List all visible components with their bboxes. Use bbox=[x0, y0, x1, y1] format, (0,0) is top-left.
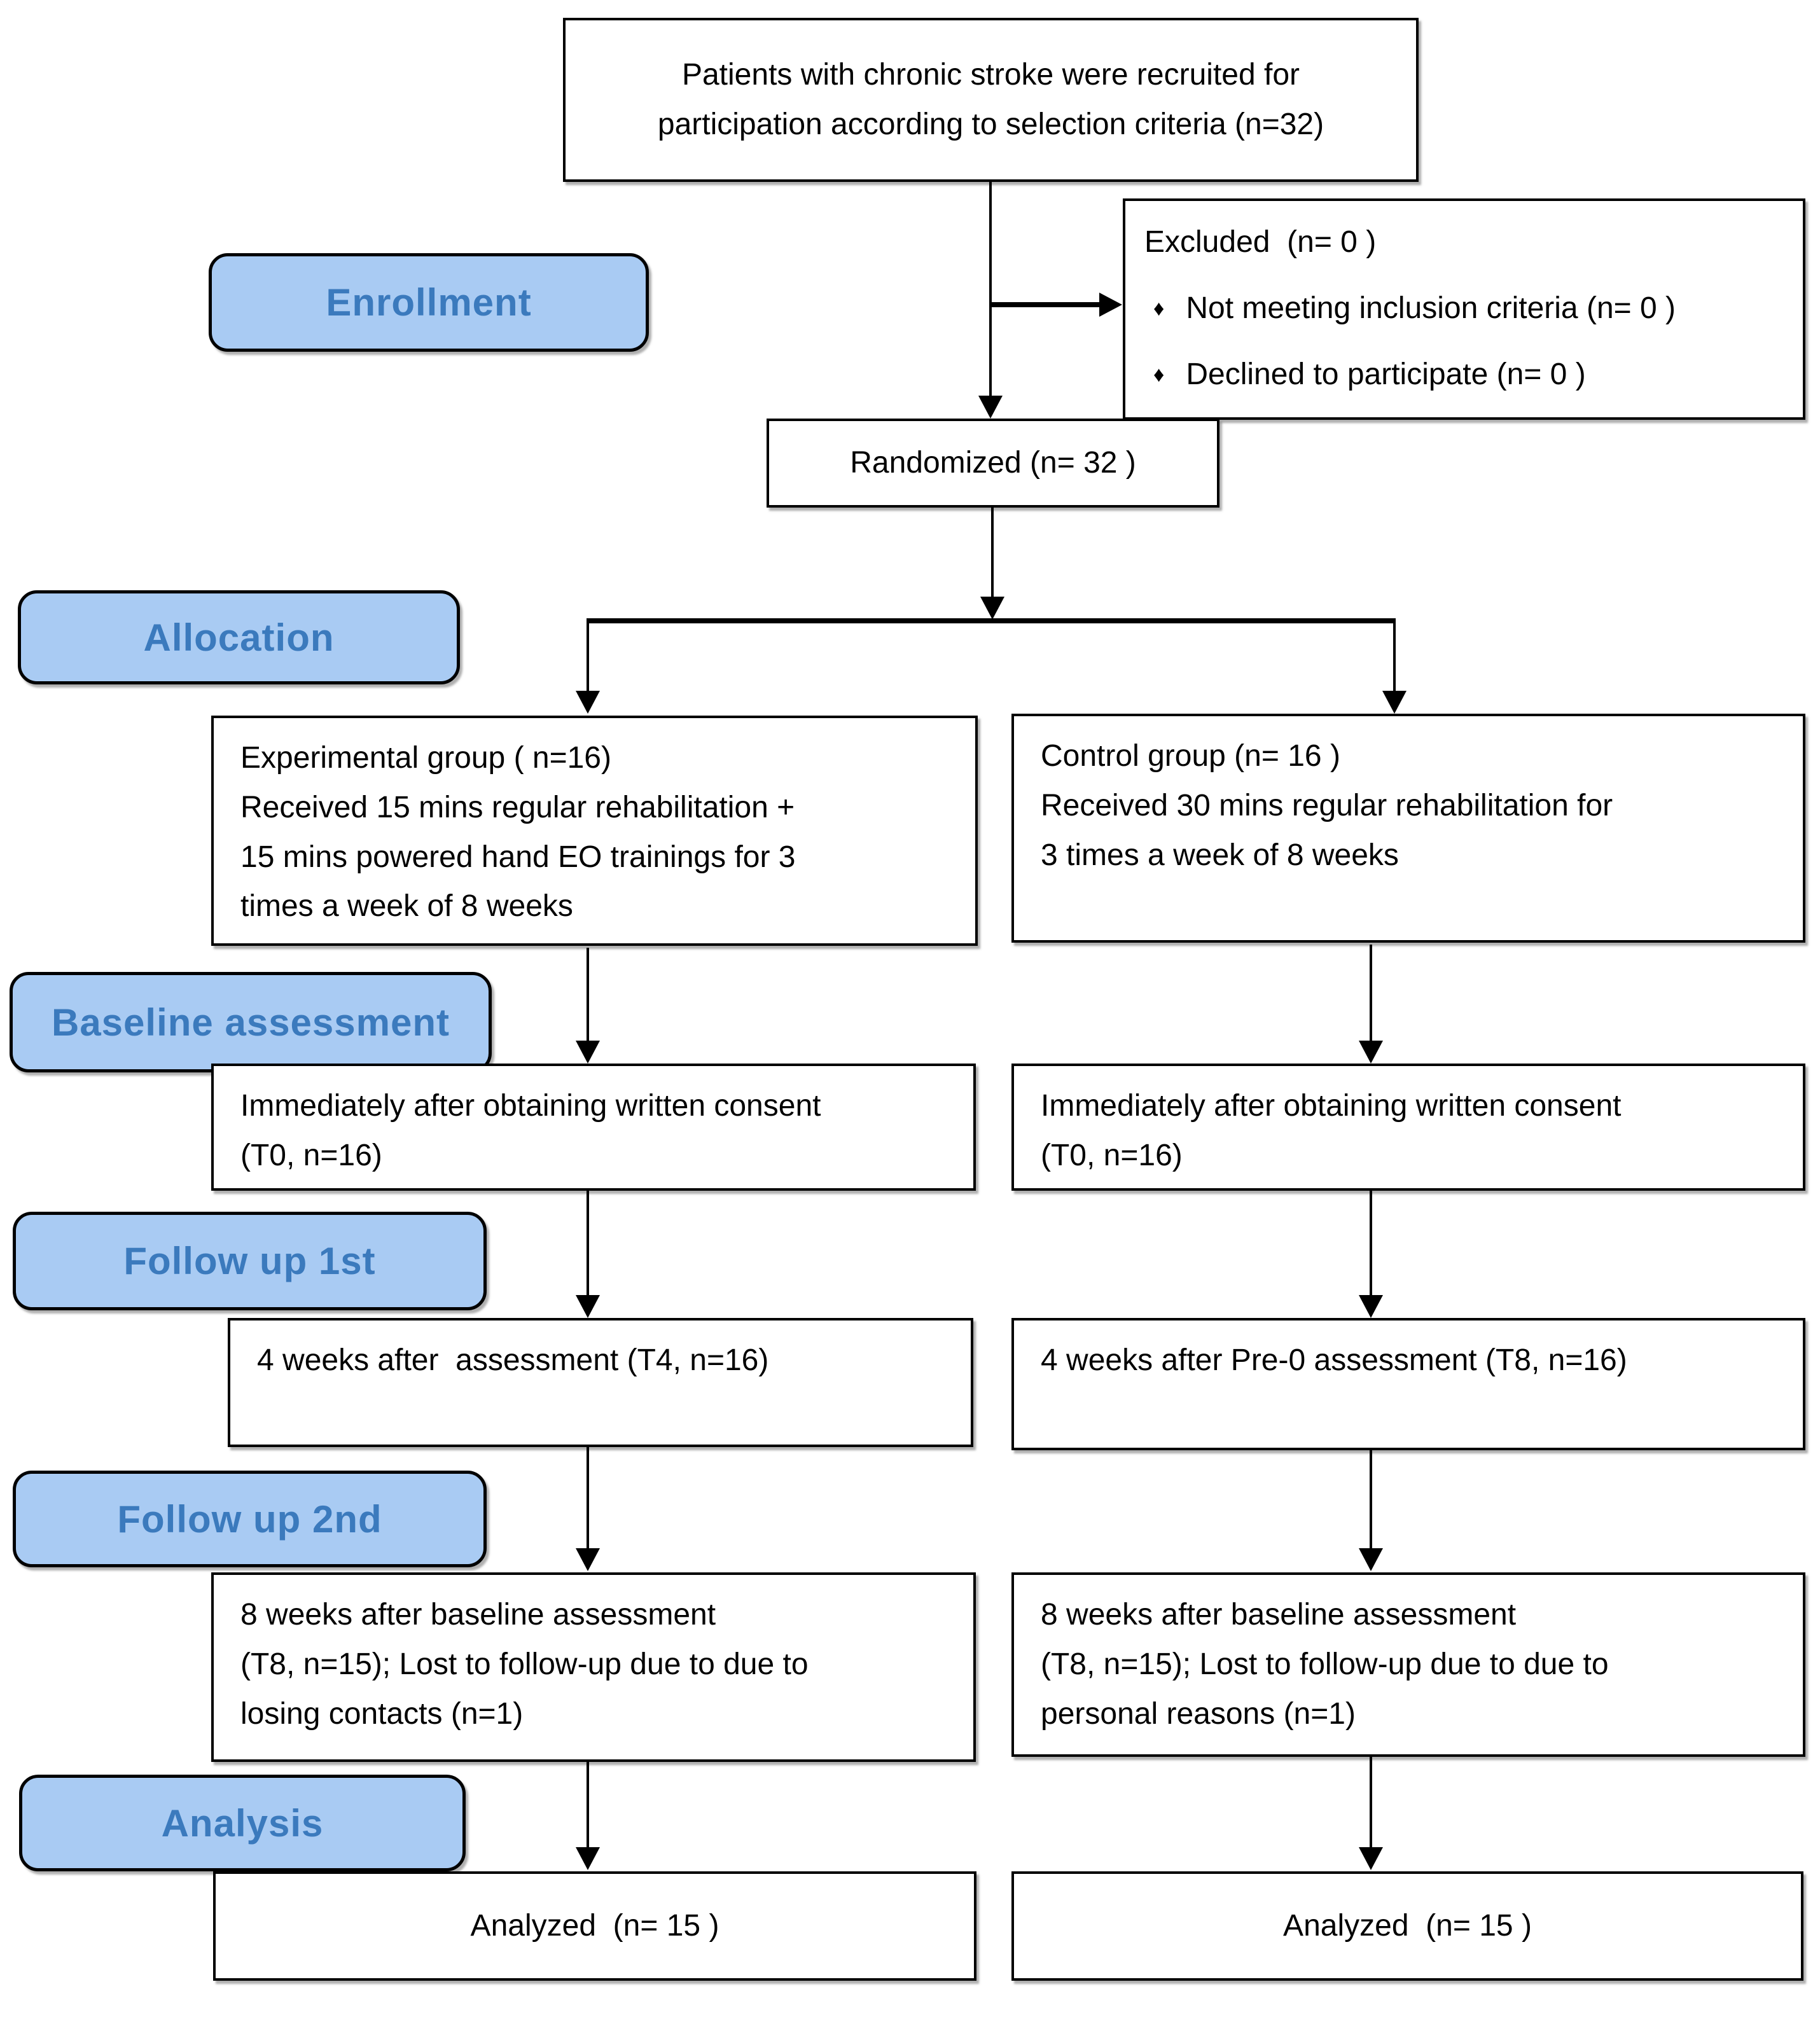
stage-label-allocation-text: Allocation bbox=[143, 616, 335, 659]
arrow-fu1-right-down-head bbox=[1359, 1548, 1383, 1571]
excluded-item-row: ♦ Not meeting inclusion criteria (n= 0 ) bbox=[1144, 284, 1784, 333]
recruitment-box: Patients with chronic stroke were recrui… bbox=[563, 18, 1419, 182]
followup1-left-text: 4 weeks after assessment (T4, n=16) bbox=[257, 1343, 769, 1377]
stage-label-followup2-text: Follow up 2nd bbox=[117, 1497, 382, 1541]
stage-label-analysis-text: Analysis bbox=[161, 1801, 324, 1845]
baseline-right-line-1: Immediately after obtaining written cons… bbox=[1041, 1089, 1622, 1123]
arrow-branch-right-line bbox=[1393, 618, 1396, 692]
arrow-fu2-left-down-head bbox=[576, 1847, 600, 1870]
followup2-right-line-3: personal reasons (n=1) bbox=[1041, 1696, 1356, 1731]
stage-label-followup-2nd: Follow up 2nd bbox=[13, 1471, 487, 1567]
control-line-2: Received 30 mins regular rehabilitation … bbox=[1041, 788, 1613, 822]
arrow-exp-to-baseline-line bbox=[587, 948, 589, 1042]
stage-label-baseline-assessment: Baseline assessment bbox=[10, 972, 492, 1072]
randomized-text: Randomized (n= 32 ) bbox=[850, 446, 1136, 480]
control-line-1: Control group (n= 16 ) bbox=[1041, 739, 1340, 773]
followup2-right-line-1: 8 weeks after baseline assessment bbox=[1041, 1598, 1517, 1632]
excluded-item-1: Not meeting inclusion criteria (n= 0 ) bbox=[1186, 291, 1676, 325]
experimental-line-4: times a week of 8 weeks bbox=[240, 889, 573, 924]
control-line-3: 3 times a week of 8 weeks bbox=[1041, 838, 1399, 872]
analyzed-right-text: Analyzed (n= 15 ) bbox=[1283, 1909, 1532, 1943]
recruitment-line-1: Patients with chronic stroke were recrui… bbox=[681, 58, 1300, 92]
arrow-baseline-right-down-head bbox=[1359, 1295, 1383, 1318]
diamond-bullet-icon: ♦ bbox=[1153, 362, 1165, 387]
arrow-top-to-randomized-line bbox=[989, 182, 992, 397]
stage-label-allocation: Allocation bbox=[18, 590, 460, 684]
branch-horizontal-line bbox=[587, 618, 1396, 623]
followup1-right-text: 4 weeks after Pre-0 assessment (T8, n=16… bbox=[1041, 1343, 1627, 1377]
followup2-right-line-2: (T8, n=15); Lost to follow-up due to due… bbox=[1041, 1647, 1609, 1681]
arrow-branch-left-head bbox=[576, 691, 600, 714]
stage-label-enrollment-text: Enrollment bbox=[326, 281, 532, 324]
control-group-box: Control group (n= 16 ) Received 30 mins … bbox=[1011, 714, 1805, 943]
followup2-left-line-2: (T8, n=15); Lost to follow-up due to due… bbox=[240, 1647, 809, 1681]
arrow-baseline-right-down-line bbox=[1370, 1191, 1372, 1296]
stage-label-followup-1st: Follow up 1st bbox=[13, 1212, 487, 1310]
analyzed-right-box: Analyzed (n= 15 ) bbox=[1011, 1871, 1803, 1981]
experimental-line-1: Experimental group ( n=16) bbox=[240, 741, 611, 775]
arrow-baseline-left-down-line bbox=[587, 1191, 589, 1296]
excluded-title: Excluded (n= 0 ) bbox=[1144, 225, 1377, 259]
arrow-ctrl-to-baseline-line bbox=[1370, 945, 1372, 1042]
diamond-bullet-icon: ♦ bbox=[1153, 296, 1165, 321]
analyzed-left-box: Analyzed (n= 15 ) bbox=[213, 1871, 976, 1981]
stage-label-analysis: Analysis bbox=[19, 1775, 466, 1871]
arrow-fu2-right-down-line bbox=[1370, 1757, 1372, 1848]
baseline-left-box: Immediately after obtaining written cons… bbox=[211, 1064, 976, 1191]
stage-label-baseline-text: Baseline assessment bbox=[51, 1001, 450, 1044]
baseline-right-line-2: (T0, n=16) bbox=[1041, 1138, 1183, 1172]
excluded-item-2: Declined to participate (n= 0 ) bbox=[1186, 357, 1586, 391]
randomized-box: Randomized (n= 32 ) bbox=[767, 419, 1219, 508]
followup1-right-box: 4 weeks after Pre-0 assessment (T8, n=16… bbox=[1011, 1318, 1805, 1450]
arrow-fu2-right-down-head bbox=[1359, 1847, 1383, 1870]
baseline-right-box: Immediately after obtaining written cons… bbox=[1011, 1064, 1805, 1191]
arrow-branch-right-head bbox=[1382, 691, 1407, 714]
excluded-box: Excluded (n= 0 ) ♦ Not meeting inclusion… bbox=[1123, 198, 1805, 420]
arrow-exp-to-baseline-head bbox=[576, 1041, 600, 1064]
arrow-top-to-randomized-head bbox=[978, 396, 1003, 419]
experimental-line-3: 15 mins powered hand EO trainings for 3 bbox=[240, 840, 796, 874]
arrow-baseline-left-down-head bbox=[576, 1295, 600, 1318]
baseline-left-line-1: Immediately after obtaining written cons… bbox=[240, 1089, 821, 1123]
arrow-randomized-to-branch-line bbox=[991, 508, 994, 598]
arrow-to-excluded-line bbox=[989, 302, 1101, 307]
arrow-fu1-right-down-line bbox=[1370, 1450, 1372, 1549]
arrow-fu1-left-down-head bbox=[576, 1548, 600, 1571]
stage-label-followup1-text: Follow up 1st bbox=[123, 1240, 376, 1282]
followup1-left-box: 4 weeks after assessment (T4, n=16) bbox=[228, 1318, 973, 1447]
analyzed-left-text: Analyzed (n= 15 ) bbox=[470, 1909, 719, 1943]
arrow-fu1-left-down-line bbox=[587, 1447, 589, 1549]
recruitment-line-2: participation according to selection cri… bbox=[657, 107, 1324, 141]
excluded-item-row: ♦ Declined to participate (n= 0 ) bbox=[1144, 350, 1784, 399]
experimental-group-box: Experimental group ( n=16) Received 15 m… bbox=[211, 716, 978, 946]
arrow-randomized-to-branch-head bbox=[980, 597, 1004, 620]
experimental-line-2: Received 15 mins regular rehabilitation … bbox=[240, 790, 795, 824]
followup2-right-box: 8 weeks after baseline assessment (T8, n… bbox=[1011, 1572, 1805, 1757]
arrow-branch-left-line bbox=[587, 618, 589, 692]
stage-label-enrollment: Enrollment bbox=[209, 253, 649, 352]
baseline-left-line-2: (T0, n=16) bbox=[240, 1138, 382, 1172]
followup2-left-line-1: 8 weeks after baseline assessment bbox=[240, 1598, 716, 1632]
followup2-left-line-3: losing contacts (n=1) bbox=[240, 1696, 524, 1731]
arrow-to-excluded-head bbox=[1099, 293, 1122, 317]
arrow-fu2-left-down-line bbox=[587, 1762, 589, 1848]
arrow-ctrl-to-baseline-head bbox=[1359, 1041, 1383, 1064]
followup2-left-box: 8 weeks after baseline assessment (T8, n… bbox=[211, 1572, 976, 1762]
